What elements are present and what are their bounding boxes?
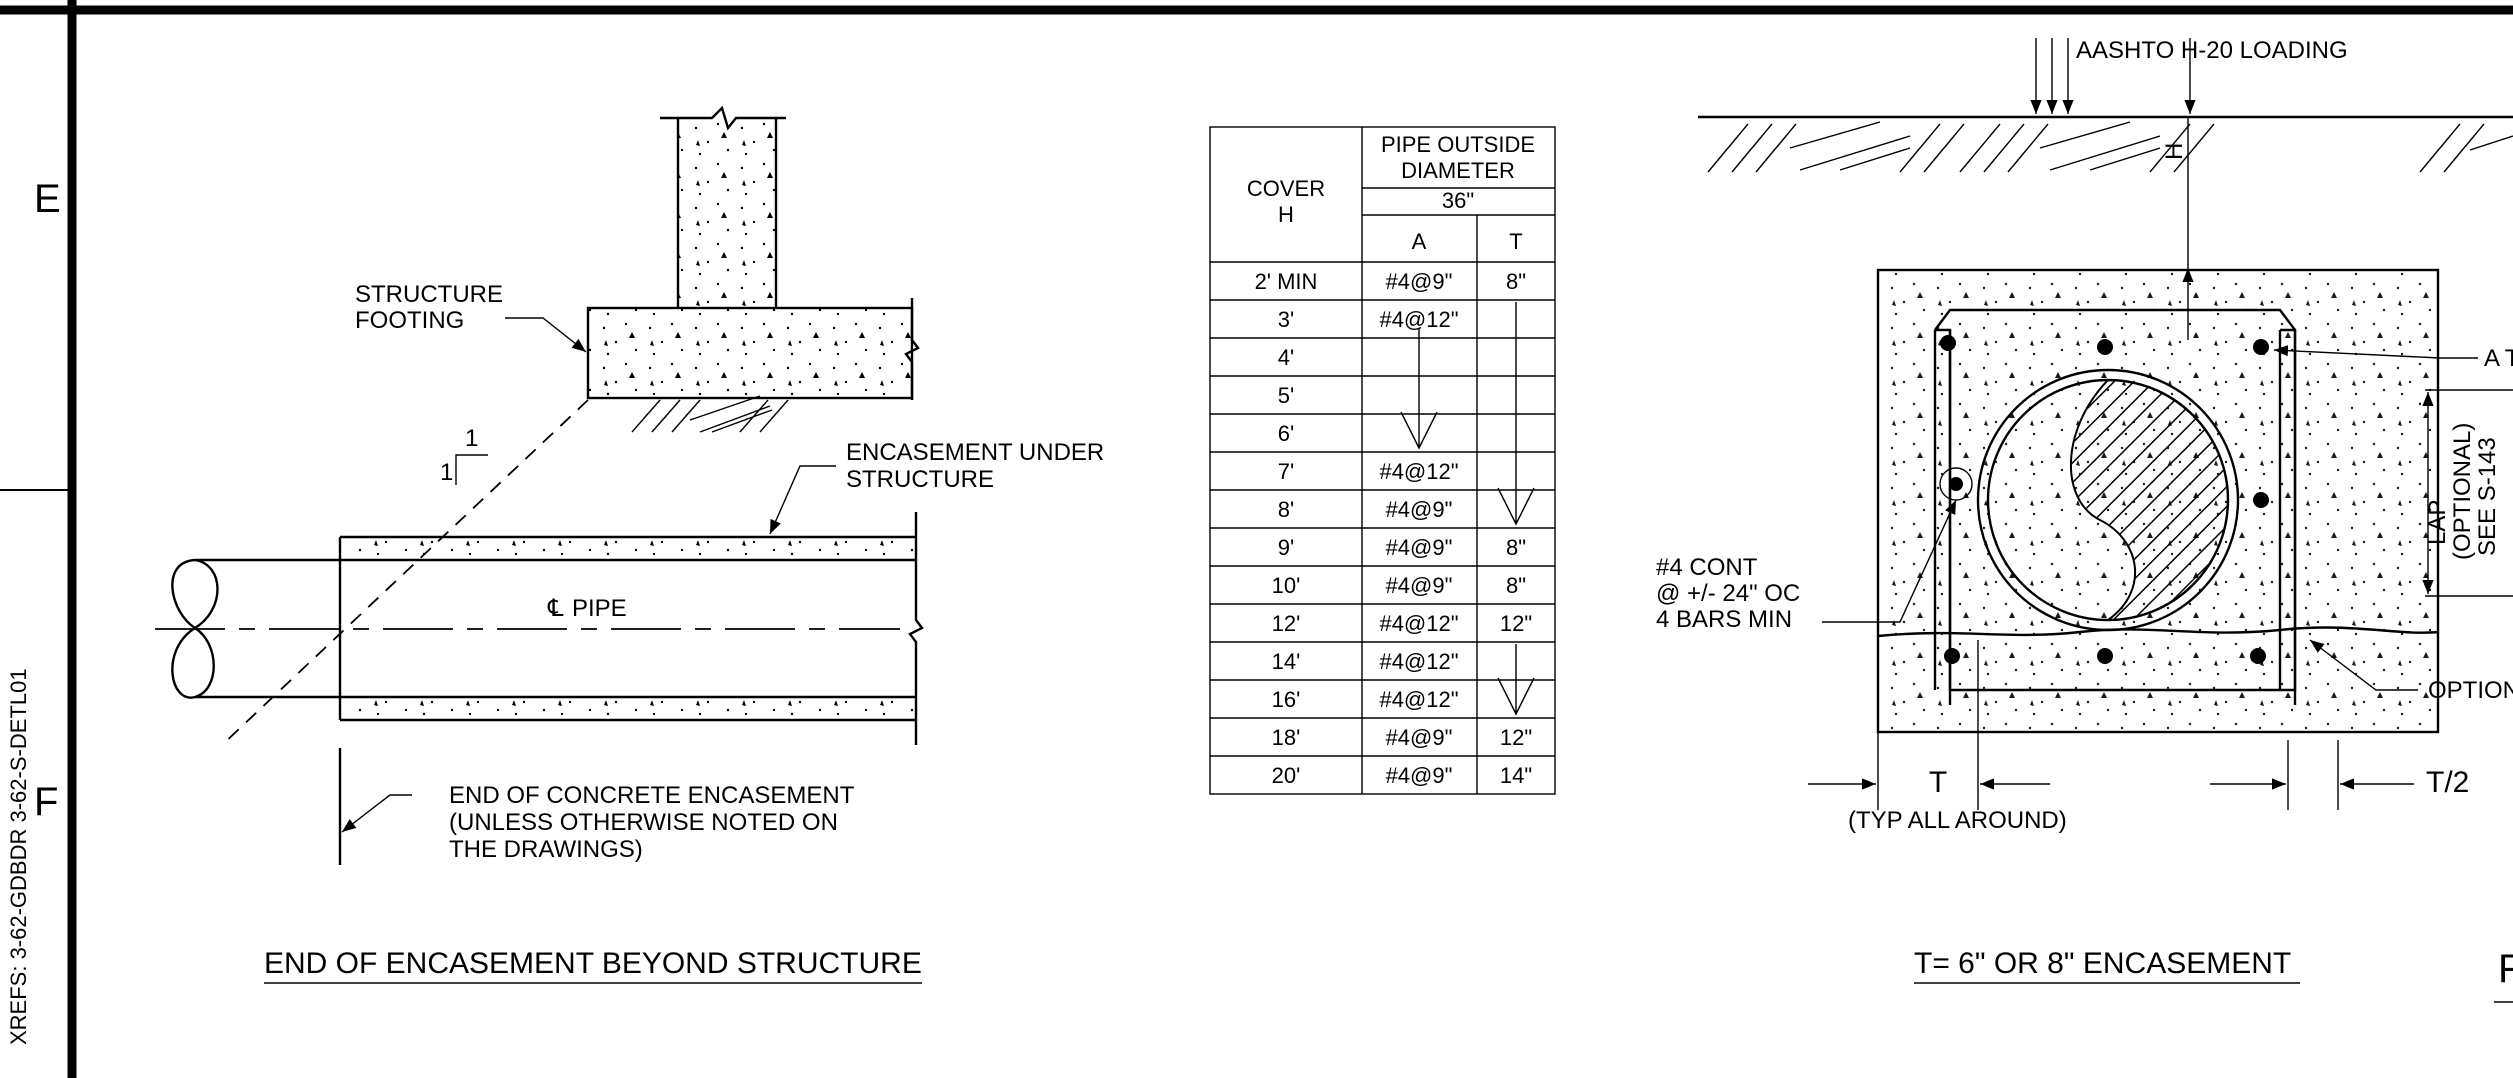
table-cell-cover: 20' — [1272, 763, 1301, 788]
zone-letter-f: F — [34, 780, 58, 824]
table-cell-a-value: #4@12" — [1379, 459, 1458, 484]
table-cell-t-value: 12" — [1500, 611, 1532, 636]
table-cell-cover: 8' — [1278, 497, 1294, 522]
footing-leader — [505, 317, 587, 353]
option-label: OPTION — [2428, 677, 2513, 704]
end-note-line-1: END OF CONCRETE ENCASEMENT — [449, 782, 855, 809]
cont-bar-label-1: #4 CONT — [1656, 554, 1758, 581]
typ-label: (TYP ALL AROUND) — [1848, 807, 2067, 834]
lap-label-3: SEE S-143 — [2474, 437, 2501, 556]
structure-footing-label-1: STRUCTURE — [355, 281, 503, 308]
encasement-under-label-2: STRUCTURE — [846, 466, 994, 493]
end-note-leader — [341, 794, 412, 833]
slope-line — [221, 399, 589, 746]
table-cell-cover: 6' — [1278, 421, 1294, 446]
header-pipe-1: PIPE OUTSIDE — [1381, 132, 1535, 157]
table-cell-a-value: #4@9" — [1386, 573, 1453, 598]
end-note-line-2: (UNLESS OTHERWISE NOTED ON — [449, 809, 838, 836]
table-cell-a-value: #4@12" — [1379, 649, 1458, 674]
table-cell-cover: 9' — [1278, 535, 1294, 560]
header-t: T — [1509, 229, 1522, 254]
structure-footing — [586, 298, 920, 400]
table-cell-t-value: 8" — [1506, 573, 1526, 598]
left-detail-title: END OF ENCASEMENT BEYOND STRUCTURE — [264, 947, 922, 980]
table-cell-a-value: #4@12" — [1379, 687, 1458, 712]
table-cell-cover: 18' — [1272, 725, 1301, 750]
cont-bar-label-2: @ +/- 24" OC — [1656, 580, 1800, 607]
lap-label-2: (OPTIONAL) — [2449, 423, 2476, 560]
structure-footing-label-2: FOOTING — [355, 307, 464, 334]
left-detail: 1 1 ℄ PIPE STRUCTURE FOOTING — [155, 105, 1104, 984]
encasement-under-label-1: ENCASEMENT UNDER — [846, 439, 1104, 466]
table-cell-a-value: #4@9" — [1386, 725, 1453, 750]
table-cell-t-value: 14" — [1500, 763, 1532, 788]
centerline-symbol: ℄ — [547, 595, 564, 622]
pipe — [171, 558, 340, 699]
encasement-leader — [769, 465, 836, 535]
pipe-section — [1976, 368, 2240, 632]
loading-arrows — [2030, 38, 2196, 114]
table-cell-t-value: 12" — [1500, 725, 1532, 750]
header-pipe-2: DIAMETER — [1401, 158, 1515, 183]
structure-wall — [660, 105, 786, 308]
t-half-label: T/2 — [2426, 766, 2469, 799]
table-cell-cover: 3' — [1278, 307, 1294, 332]
table-cell-cover: 4' — [1278, 345, 1294, 370]
table-cell-a-value: #4@9" — [1386, 497, 1453, 522]
table-cell-cover: 14' — [1272, 649, 1301, 674]
header-cover-2: H — [1278, 202, 1294, 227]
ground-hatch — [1707, 121, 2513, 173]
cont-bar-leader — [1822, 499, 1957, 623]
rebar-dots — [1939, 335, 2269, 664]
right-detail: AASHTO H-20 LOADING H — [1656, 37, 2513, 1003]
slope-rise: 1 — [465, 425, 478, 452]
a-ties-label: A TIES — [2484, 345, 2513, 372]
table-continuation-arrow — [1497, 644, 1535, 716]
table-cell-a-value: #4@12" — [1379, 611, 1458, 636]
soil-hatch — [631, 395, 789, 433]
slope-run: 1 — [440, 459, 453, 486]
table-continuation-arrow — [1497, 302, 1535, 526]
table-cell-a-value: #4@9" — [1386, 763, 1453, 788]
lap-label-1: LAP — [2424, 500, 2451, 545]
table-cell-t-value: 8" — [1506, 269, 1526, 294]
table-continuation-arrow — [1400, 328, 1438, 450]
cont-bar-label-3: 4 BARS MIN — [1656, 606, 1792, 633]
cover-table: COVER H PIPE OUTSIDE DIAMETER 36" A T 2'… — [1209, 126, 1556, 795]
table-cell-cover: 12' — [1272, 611, 1301, 636]
option-leader — [2309, 639, 2418, 691]
next-detail-title-fragment: F — [2498, 947, 2513, 991]
zone-letter-e: E — [34, 177, 61, 221]
header-a: A — [1412, 229, 1427, 254]
ties — [1933, 308, 2297, 705]
pipe-centerline-label: PIPE — [572, 595, 627, 622]
table-cell-cover: 2' MIN — [1255, 269, 1318, 294]
header-cover-1: COVER — [1247, 176, 1325, 201]
xrefs-label: XREFS: 3-62-GDBDR 3-62-S-DETL01 — [6, 668, 31, 1045]
right-detail-title: T= 6" OR 8" ENCASEMENT — [1914, 947, 2291, 980]
a-ties-leader — [2273, 345, 2478, 359]
header-size: 36" — [1442, 188, 1474, 213]
table-cell-cover: 7' — [1278, 459, 1294, 484]
slope-symbol — [455, 454, 488, 485]
end-note-line-3: THE DRAWINGS) — [449, 836, 643, 863]
encasement — [338, 512, 924, 745]
table-cell-t-value: 8" — [1506, 535, 1526, 560]
t-dim-label: T — [1929, 766, 1947, 799]
table-cell-a-value: #4@9" — [1386, 535, 1453, 560]
table-cell-a-value: #4@9" — [1386, 269, 1453, 294]
table-cell-cover: 16' — [1272, 687, 1301, 712]
cover-h-label: H — [2161, 143, 2188, 160]
table-cell-cover: 10' — [1272, 573, 1301, 598]
loading-label: AASHTO H-20 LOADING — [2076, 37, 2348, 64]
table-cell-a-value: #4@12" — [1379, 307, 1458, 332]
table-cell-cover: 5' — [1278, 383, 1294, 408]
